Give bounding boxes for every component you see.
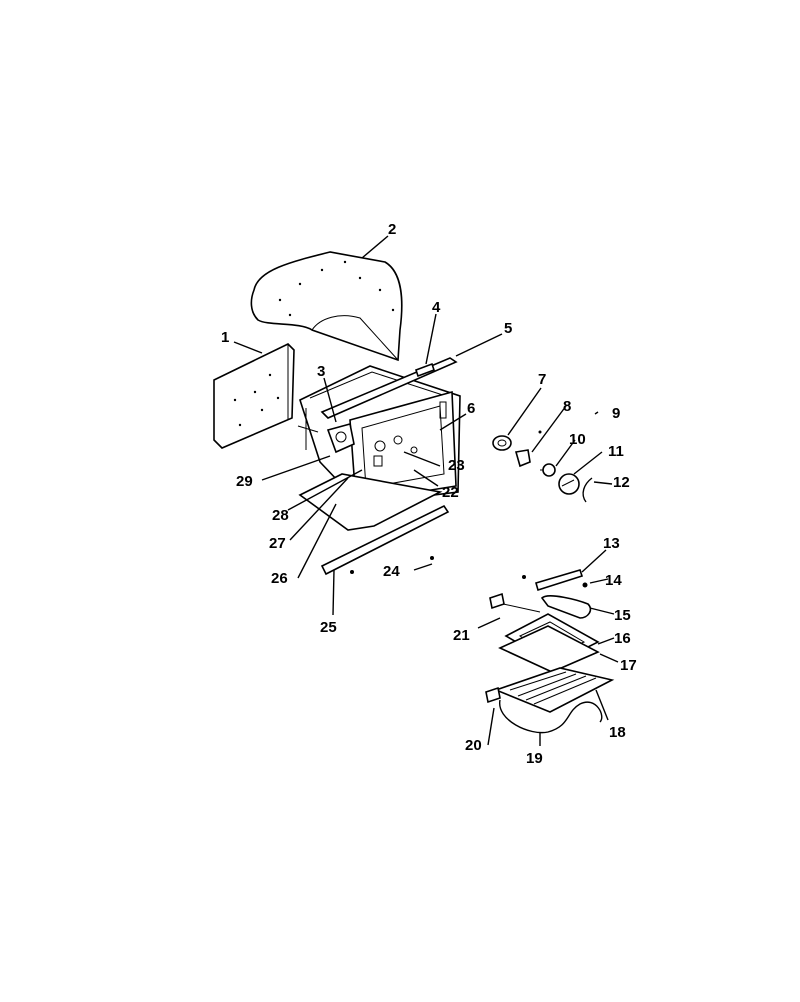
part-10-bulb bbox=[540, 463, 556, 477]
label-3: 3 bbox=[317, 363, 325, 380]
part-5-top-rail bbox=[320, 357, 458, 419]
label-25: 25 bbox=[320, 619, 337, 636]
part-18-broil-grid bbox=[493, 667, 615, 713]
part-13-terminal bbox=[522, 569, 584, 592]
label-5: 5 bbox=[504, 320, 512, 337]
label-6: 6 bbox=[467, 400, 475, 417]
label-8: 8 bbox=[563, 398, 571, 415]
corner-mark: ' bbox=[750, 0, 752, 7]
label-27: 27 bbox=[269, 535, 286, 552]
part-25-trim-strip bbox=[320, 504, 450, 576]
part-11-lens bbox=[558, 473, 580, 495]
part-15-bake-element bbox=[493, 595, 592, 619]
label-9: 9 bbox=[612, 405, 620, 422]
label-4: 4 bbox=[432, 299, 441, 316]
label-20: 20 bbox=[465, 737, 482, 754]
label-13: 13 bbox=[603, 535, 620, 552]
label-14: 14 bbox=[605, 572, 622, 589]
part-3-socket bbox=[326, 423, 355, 454]
label-24: 24 bbox=[383, 563, 400, 580]
part-7-lamp-receptacle bbox=[492, 435, 512, 451]
part-14-screw bbox=[582, 582, 588, 588]
part-19-broil-element bbox=[499, 699, 603, 734]
label-1: 1 bbox=[221, 329, 229, 346]
label-12: 12 bbox=[613, 474, 630, 491]
label-2: 2 bbox=[388, 221, 396, 238]
label-11: 11 bbox=[608, 443, 624, 460]
leader-lines bbox=[233, 235, 619, 746]
label-19: 19 bbox=[526, 750, 543, 767]
part-8-clip bbox=[514, 430, 542, 468]
part-17-tray bbox=[498, 625, 600, 673]
label-28: 28 bbox=[272, 507, 289, 524]
part-2-insulation-top bbox=[250, 251, 403, 362]
label-26: 26 bbox=[271, 570, 288, 587]
label-18: 18 bbox=[609, 724, 626, 741]
label-10: 10 bbox=[569, 431, 586, 448]
label-29: 29 bbox=[236, 473, 253, 490]
label-7: 7 bbox=[538, 371, 546, 388]
label-21: 21 bbox=[453, 627, 470, 644]
part-12-retainer bbox=[582, 477, 593, 503]
label-22: 22 bbox=[442, 484, 459, 501]
part-20-terminal bbox=[485, 686, 501, 704]
part-1-insulation-side bbox=[213, 343, 295, 449]
label-23: 23 bbox=[448, 457, 465, 474]
callout-labels: 1 2 3 4 5 6 7 8 9 10 11 12 13 14 15 16 1… bbox=[221, 221, 637, 767]
label-17: 17 bbox=[620, 657, 637, 674]
part-26-bottom-panel bbox=[298, 473, 443, 531]
label-15: 15 bbox=[614, 607, 631, 624]
label-16: 16 bbox=[614, 630, 631, 647]
part-21-terminal bbox=[489, 592, 505, 610]
